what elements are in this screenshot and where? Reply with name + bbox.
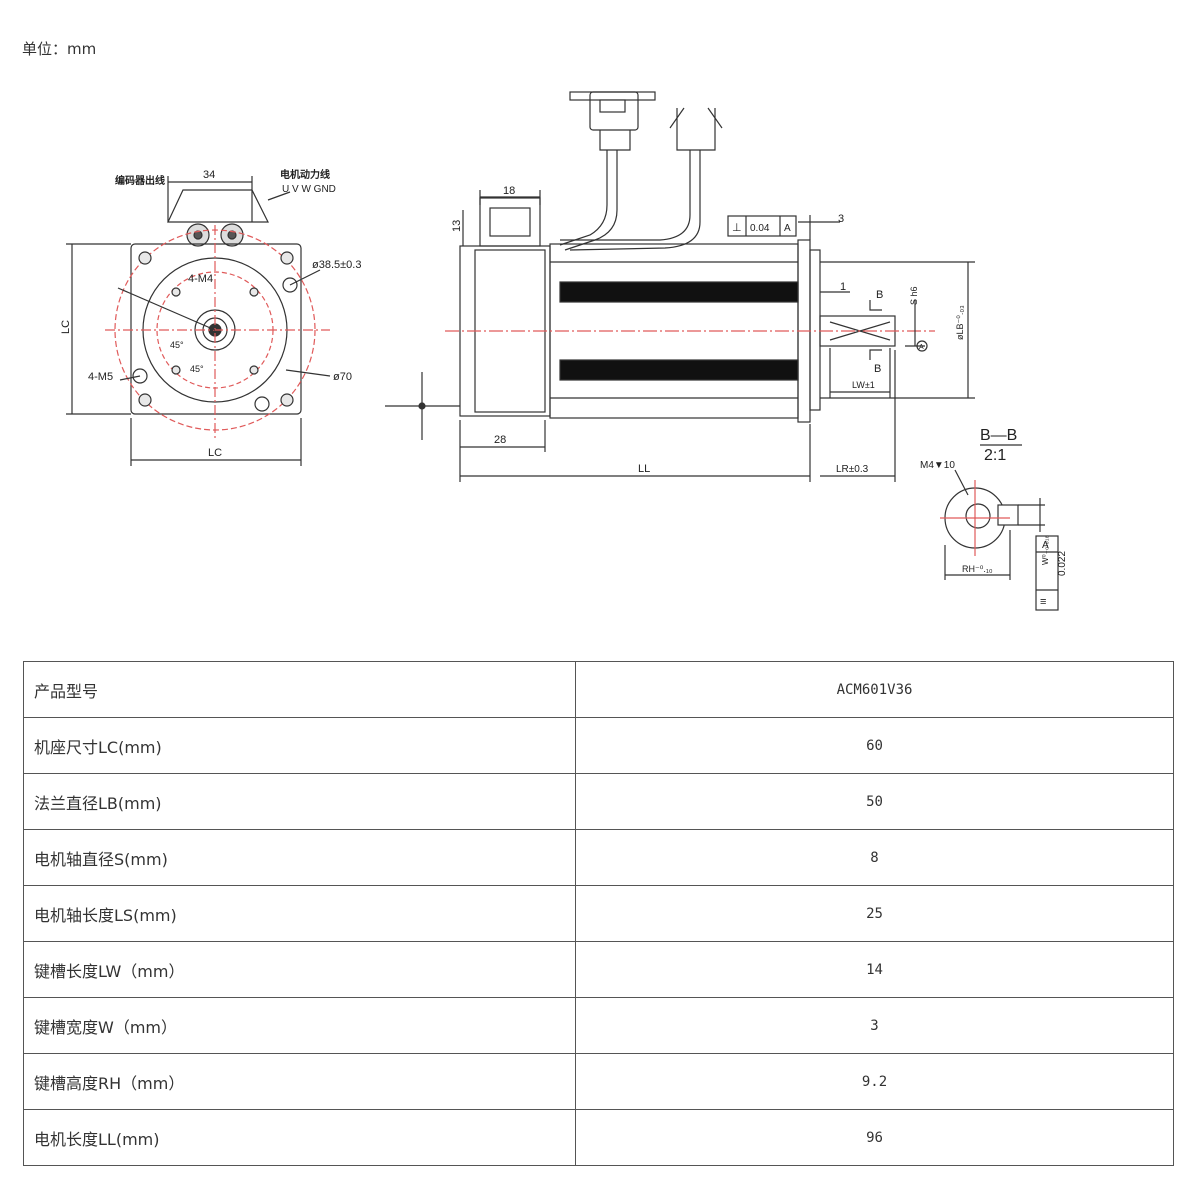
param-cell: 法兰直径LB(mm) [23,773,576,830]
dia-70: ø70 [333,371,352,383]
motor-power-line-label: 电机动力线 [280,168,330,181]
motor-dimension-drawing: 34 编码器出线 电机动力线 U V W GND LC LC 4-M4 4-M5… [60,91,1068,611]
power-pins-label: U V W GND [282,184,336,195]
value-cell: 9.2 [575,1053,1174,1110]
encoder-line-label: 编码器出线 [115,174,165,187]
unit-label: 单位：mm [22,40,97,58]
dim-ll: LL [638,463,650,475]
table-row: 机座尺寸LC(mm)60 [23,717,1174,774]
thread-4m5: 4-M5 [88,371,113,383]
dim-1: 1 [840,281,846,293]
table-row: 电机长度LL(mm)96 [23,1109,1174,1166]
tol-perp-ref: A [784,223,791,234]
value-cell: 8 [575,829,1174,886]
section-view [940,444,1059,611]
param-cell: 电机轴直径S(mm) [23,829,576,886]
dim-lc-vertical: LC [60,320,72,334]
tol-perp-value: 0.04 [750,223,770,234]
value-cell: 96 [575,1109,1174,1166]
value-cell: 60 [575,717,1174,774]
dim-lr: LR±0.3 [836,464,869,475]
table-row: 键槽长度LW（mm）14 [23,941,1174,998]
value-cell: 3 [575,997,1174,1054]
param-cell: 键槽长度LW（mm） [23,941,576,998]
front-view [66,176,331,466]
angle-45-a: 45° [170,340,184,350]
section-rh: RH⁻⁰.₁₀ [962,564,993,574]
section-tol-value: 0.022 [1057,551,1068,576]
datum-a: A [919,344,924,351]
param-cell: 键槽宽度W（mm） [23,997,576,1054]
section-scale: 2:1 [984,447,1006,464]
section-title: B—B [980,427,1017,444]
thread-4m4: 4-M4 [188,273,213,285]
value-cell: 25 [575,885,1174,942]
value-cell: 14 [575,941,1174,998]
flange-lb: øLB⁻⁰.₀₃ [955,305,965,340]
table-row: 键槽宽度W（mm）3 [23,997,1174,1054]
table-row: 键槽高度RH（mm）9.2 [23,1053,1174,1110]
shaft-s-h6: S h6 [909,286,919,305]
value-cell: ACM601V36 [575,661,1174,718]
dim-13: 13 [451,220,463,232]
dim-3: 3 [838,213,844,225]
param-cell: 键槽高度RH（mm） [23,1053,576,1110]
param-cell: 机座尺寸LC(mm) [23,717,576,774]
dim-18: 18 [503,185,515,197]
table-row: 电机轴直径S(mm)8 [23,829,1174,886]
param-cell: 电机长度LL(mm) [23,1109,576,1166]
table-row: 法兰直径LB(mm)50 [23,773,1174,830]
section-tol-ref: A [1042,540,1049,551]
dim-34: 34 [203,169,215,181]
section-b-bottom: B [874,363,881,375]
section-thread: M4▼10 [920,460,955,471]
dia-38-5: ø38.5±0.3 [312,259,361,271]
dim-lw: LW±1 [852,380,875,390]
section-tol-symbol: ≡ [1040,596,1046,608]
side-view [385,91,975,482]
table-row: 电机轴长度LS(mm)25 [23,885,1174,942]
dim-lc-horizontal: LC [208,447,222,459]
dim-28: 28 [494,434,506,446]
param-cell: 电机轴长度LS(mm) [23,885,576,942]
value-cell: 50 [575,773,1174,830]
section-b-top: B [876,289,883,301]
angle-45-b: 45° [190,364,204,374]
param-cell: 产品型号 [23,661,576,718]
tol-perp-symbol: ⊥ [732,222,742,234]
section-w: W⁰₋₀.₀₁₈ [1041,535,1050,565]
